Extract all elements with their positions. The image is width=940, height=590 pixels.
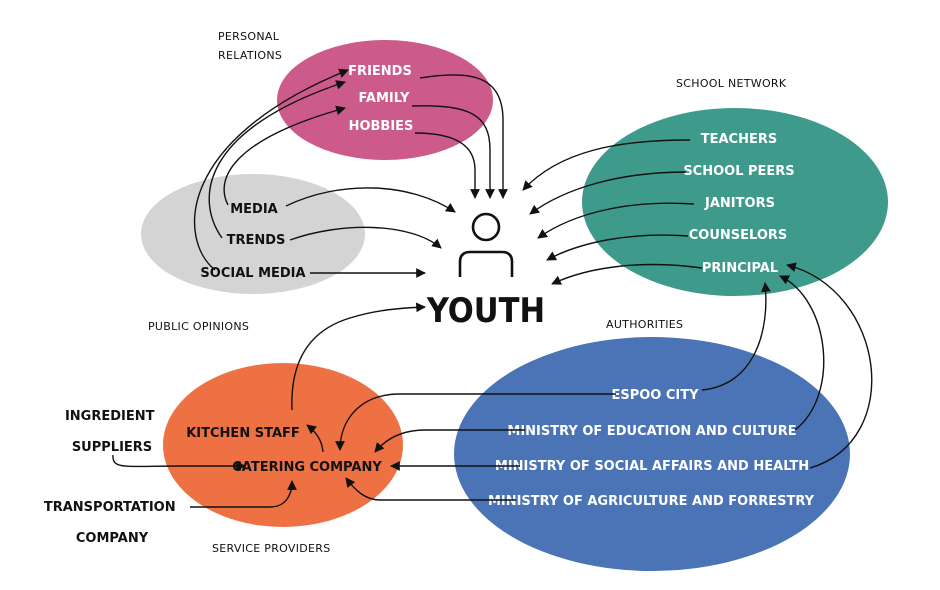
- node-school-peers: SCHOOL PEERS: [683, 164, 794, 179]
- arrow-trends-youth: [289, 226, 442, 249]
- person-icon: [458, 212, 514, 277]
- node-ministry-social: MINISTRY OF SOCIAL AFFAIRS AND HEALTH: [495, 459, 809, 474]
- arrow-social-principal: [786, 262, 873, 469]
- node-transportation-company: TRANSPORTATION COMPANY: [44, 500, 180, 546]
- arrow-trends-family: [208, 80, 346, 239]
- node-principal: PRINCIPAL: [702, 261, 778, 276]
- node-friends: FRIENDS: [348, 64, 412, 79]
- transport-line-2: COMPANY: [76, 531, 149, 546]
- arrow-hobbies-youth: [414, 132, 480, 199]
- arrow-education-principal: [779, 275, 825, 431]
- arrow-transport-catering: [190, 480, 297, 508]
- authorities-caption: AUTHORITIES: [606, 318, 683, 331]
- arrow-teachers-youth: [522, 139, 691, 191]
- personal-caption-line-2: RELATIONS: [218, 49, 282, 62]
- youth-label: YOUTH: [426, 291, 545, 331]
- authorities-ellipse: [454, 337, 850, 571]
- service-providers-caption: SERVICE PROVIDERS: [212, 542, 331, 555]
- arrows: [112, 68, 873, 508]
- arrow-family-youth: [411, 105, 495, 199]
- service-providers-ellipse: [163, 363, 403, 527]
- node-hobbies: HOBBIES: [349, 119, 414, 134]
- node-teachers: TEACHERS: [701, 132, 777, 147]
- personal-relations-ellipse: [277, 40, 493, 160]
- public-opinions-caption: PUBLIC OPINIONS: [148, 320, 249, 333]
- arrow-media-youth: [285, 187, 456, 213]
- arrow-kitchen-youth: [291, 302, 426, 411]
- ingredient-line-1: INGREDIENT: [65, 409, 155, 424]
- node-ministry-agriculture: MINISTRY OF AGRICULTURE AND FORRESTRY: [488, 494, 815, 509]
- ingredient-line-2: SUPPLIERS: [72, 440, 152, 455]
- node-catering-company: CATERING COMPANY: [232, 460, 382, 475]
- arrow-principal-youth: [551, 263, 703, 285]
- personal-caption-line-1: PERSONAL: [218, 30, 280, 43]
- school-network-caption: SCHOOL NETWORK: [676, 77, 787, 90]
- arrow-friends-youth: [419, 74, 508, 199]
- arrow-catering-kitchen: [306, 424, 324, 453]
- node-ministry-education: MINISTRY OF EDUCATION AND CULTURE: [507, 424, 796, 439]
- arrow-social-media-friends: [193, 68, 349, 271]
- arrow-peers-youth: [529, 171, 687, 215]
- node-media: MEDIA: [230, 202, 278, 217]
- arrow-ingredient-catering: [112, 454, 246, 471]
- node-counselors: COUNSELORS: [689, 228, 788, 243]
- node-social-media: SOCIAL MEDIA: [200, 266, 305, 281]
- arrow-media-hobbies: [223, 105, 346, 206]
- arrow-espoo-catering: [335, 393, 616, 451]
- node-kitchen-staff: KITCHEN STAFF: [186, 426, 300, 441]
- node-ingredient-suppliers: INGREDIENT SUPPLIERS: [65, 409, 159, 455]
- arrow-janitors-youth: [537, 202, 695, 239]
- arrow-espoo-principal: [701, 282, 771, 391]
- transport-line-1: TRANSPORTATION: [44, 500, 176, 515]
- arrow-education-catering: [374, 429, 525, 453]
- school-network-ellipse: [582, 108, 888, 296]
- node-espoo-city: ESPOO CITY: [611, 388, 699, 403]
- arrow-agriculture-catering: [345, 477, 516, 501]
- node-janitors: JANITORS: [704, 196, 775, 211]
- personal-relations-caption: PERSONAL RELATIONS: [218, 30, 283, 62]
- arrow-counselors-youth: [546, 234, 689, 261]
- node-trends: TRENDS: [227, 233, 286, 248]
- node-family: FAMILY: [359, 91, 410, 106]
